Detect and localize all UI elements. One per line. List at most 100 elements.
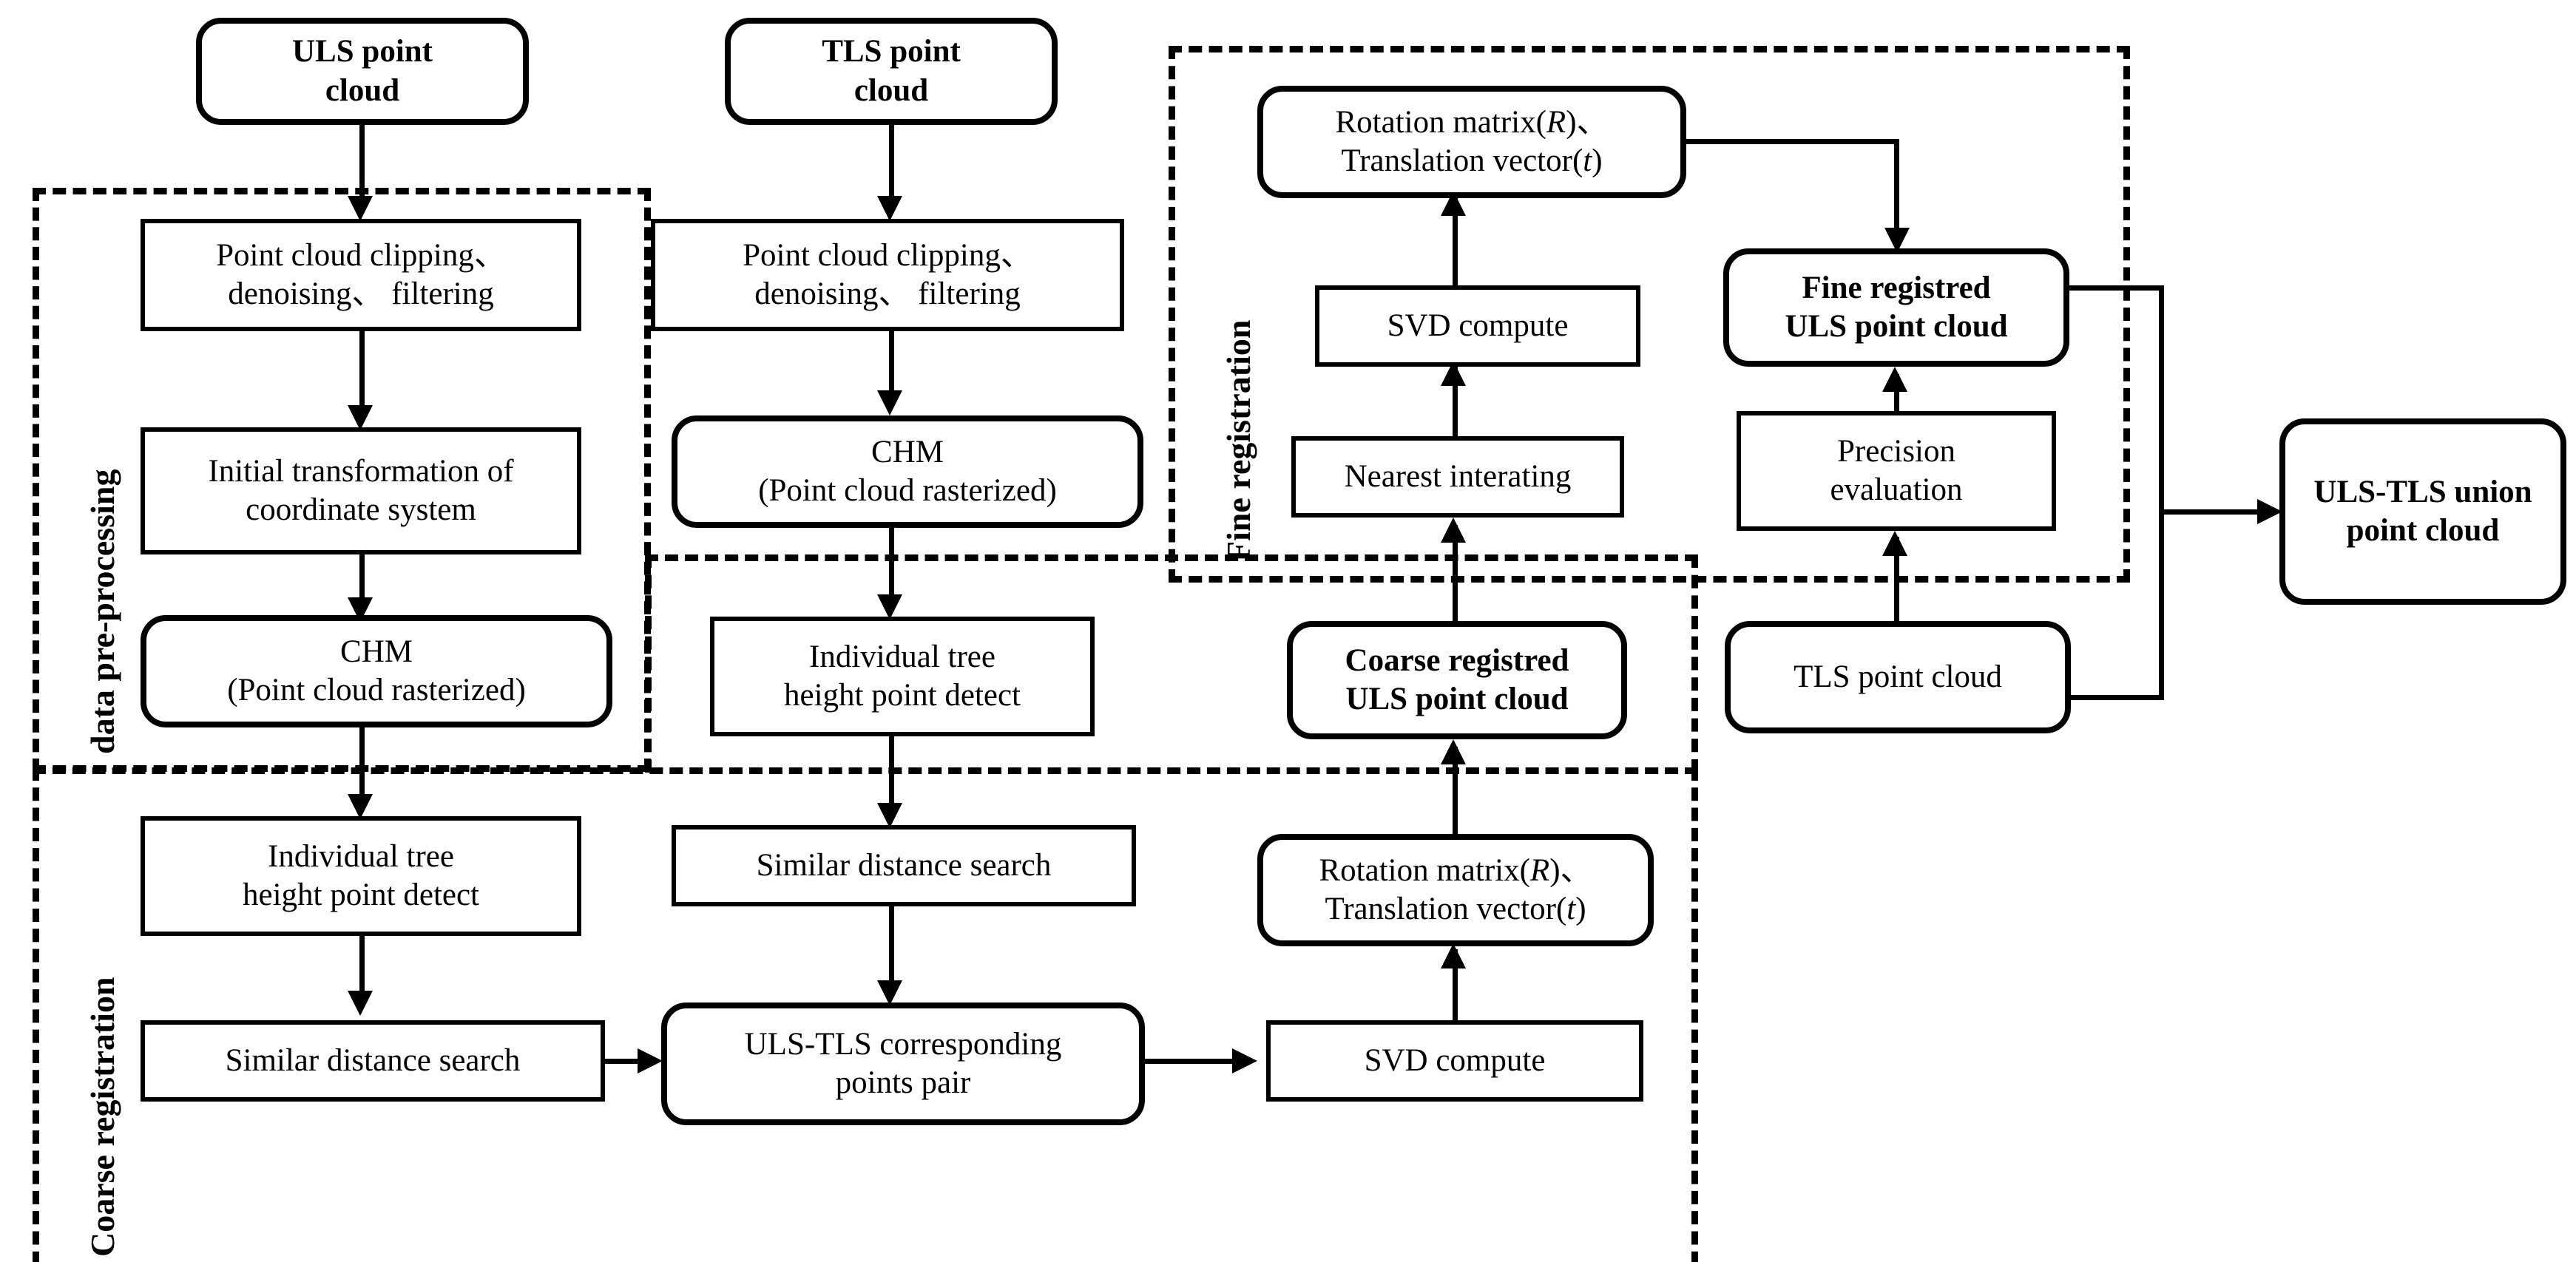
arrowhead-down xyxy=(877,196,902,221)
group-label-fine-registration: Fine registration xyxy=(1220,319,1257,562)
node-corresponding-pair[interactable]: ULS-TLS corresponding points pair xyxy=(661,1003,1145,1125)
edge-nearest-to-svd-fine xyxy=(1453,367,1458,436)
arrowhead-right xyxy=(1232,1048,1257,1073)
node-line: (Point cloud rasterized) xyxy=(227,673,526,708)
node-line: ULS-TLS corresponding xyxy=(744,1026,1062,1062)
node-line: SVD compute xyxy=(1364,1042,1546,1078)
edge-initial-to-uls-chm xyxy=(359,554,365,612)
node-line: denoising、 filtering xyxy=(754,277,1021,311)
node-line: Nearest interating xyxy=(1344,458,1572,494)
node-tls-similar-search[interactable]: Similar distance search xyxy=(672,825,1136,906)
node-line: cloud xyxy=(853,72,929,108)
node-coarse-registred[interactable]: Coarse registred ULS point cloud xyxy=(1287,621,1627,739)
group-frame-coarse-registration xyxy=(33,767,1698,1262)
node-line: Fine registred xyxy=(1802,270,1991,305)
edge-tls-to-clean xyxy=(889,125,894,211)
arrowhead-down xyxy=(877,980,902,1005)
node-svd-fine[interactable]: SVD compute xyxy=(1315,285,1640,367)
arrowhead-up xyxy=(1441,943,1466,968)
node-line: TLS point cloud xyxy=(1794,659,2002,694)
edge-rt-fine-to-fine-registred-h xyxy=(1686,139,1899,144)
node-line: Similar distance search xyxy=(756,847,1052,883)
node-line: Initial transformation of xyxy=(208,453,514,489)
arrowhead-down xyxy=(348,991,373,1016)
node-line: evaluation xyxy=(1830,472,1963,507)
node-initial-transform[interactable]: Initial transformation of coordinate sys… xyxy=(141,427,581,554)
group-label-coarse-registration: Coarse registration xyxy=(84,977,121,1257)
node-uls-point-cloud[interactable]: ULS point cloud xyxy=(196,18,529,125)
edge-uls-chm-to-detect xyxy=(359,727,365,809)
arrowhead-up xyxy=(1441,518,1466,543)
edge-tls-detect-to-search xyxy=(889,736,894,818)
edge-fine-registred-to-union-h1 xyxy=(2068,285,2164,291)
node-tls-point-cloud-low[interactable]: TLS point cloud xyxy=(1725,621,2071,733)
node-union-output[interactable]: ULS-TLS union point cloud xyxy=(2279,418,2566,605)
edge-pair-to-svd-coarse xyxy=(1145,1059,1244,1064)
edge-svd-coarse-to-rt xyxy=(1453,949,1458,1020)
node-line: Individual tree xyxy=(268,838,454,874)
arrowhead-right xyxy=(638,1048,663,1073)
node-line: points pair xyxy=(835,1065,971,1100)
node-line: ULS point cloud xyxy=(1345,682,1569,716)
arrowhead-right xyxy=(2257,499,2282,524)
node-rt-coarse[interactable]: Rotation matrix(R)、 Translation vector(t… xyxy=(1257,834,1654,946)
node-uls-clean[interactable]: Point cloud clipping、 denoising、 filteri… xyxy=(141,219,581,331)
node-line: (Point cloud rasterized) xyxy=(758,473,1057,508)
edge-rt-fine-to-fine-registred-v xyxy=(1894,139,1899,237)
node-line: Point cloud clipping、 xyxy=(743,237,1032,273)
arrowhead-down xyxy=(877,390,902,415)
edge-uls-detect-to-search xyxy=(359,936,365,1005)
node-line: SVD compute xyxy=(1387,308,1569,343)
edge-tls-clean-to-chm xyxy=(889,331,894,405)
node-fine-registred[interactable]: Fine registred ULS point cloud xyxy=(1723,248,2069,367)
node-tls-clean[interactable]: Point cloud clipping、 denoising、 filteri… xyxy=(651,219,1124,331)
arrowhead-down xyxy=(348,405,373,430)
node-uls-similar-search[interactable]: Similar distance search xyxy=(141,1020,605,1102)
node-nearest-iterating[interactable]: Nearest interating xyxy=(1291,436,1624,518)
edge-fine-registred-to-union-v xyxy=(2159,285,2164,512)
arrowhead-down xyxy=(348,196,373,221)
node-uls-chm[interactable]: CHM (Point cloud rasterized) xyxy=(141,615,612,727)
edge-tls-chm-to-detect xyxy=(889,528,894,609)
node-line: Translation vector(t) xyxy=(1341,143,1603,178)
node-line: Coarse registred xyxy=(1345,642,1569,678)
node-rt-fine[interactable]: Rotation matrix(R)、 Translation vector(t… xyxy=(1257,86,1686,198)
node-line: denoising、 filtering xyxy=(228,277,494,311)
edge-tls-low-to-precision xyxy=(1894,537,1899,622)
edge-union-in-h xyxy=(2159,509,2268,515)
node-line: ULS-TLS union xyxy=(2313,474,2532,509)
edge-precision-to-fine-registred xyxy=(1894,374,1899,413)
node-line: Translation vector(t) xyxy=(1325,892,1586,926)
node-line: Rotation matrix(R)、 xyxy=(1319,852,1592,888)
node-uls-tree-detect[interactable]: Individual tree height point detect xyxy=(141,816,581,936)
arrowhead-up xyxy=(1882,531,1907,556)
node-line: Individual tree xyxy=(809,639,995,674)
node-line: Point cloud clipping、 xyxy=(216,237,506,273)
edge-uls-search-to-pair xyxy=(605,1059,651,1064)
node-tls-point-cloud-top[interactable]: TLS point cloud xyxy=(725,18,1058,125)
node-line: ULS point xyxy=(292,34,433,69)
group-label-data-pre-processing: data pre-processing xyxy=(84,469,121,754)
edge-rt-coarse-to-coarse-registred xyxy=(1453,747,1458,834)
edge-uls-clean-to-initial xyxy=(359,331,365,420)
edge-tls-low-to-union-v xyxy=(2159,509,2164,697)
node-line: Rotation matrix(R)、 xyxy=(1335,104,1609,140)
group-frame-fine-registration xyxy=(1169,46,2130,583)
node-line: TLS point xyxy=(822,34,961,69)
edge-svd-fine-to-rt-fine xyxy=(1453,198,1458,285)
node-line: height point detect xyxy=(242,878,480,912)
node-precision-eval[interactable]: Precision evaluation xyxy=(1737,411,2056,531)
arrowhead-down xyxy=(877,803,902,828)
node-line: CHM xyxy=(340,634,413,669)
node-line: Similar distance search xyxy=(225,1042,521,1078)
node-tls-tree-detect[interactable]: Individual tree height point detect xyxy=(710,617,1095,736)
node-svd-coarse[interactable]: SVD compute xyxy=(1266,1020,1643,1102)
node-tls-chm[interactable]: CHM (Point cloud rasterized) xyxy=(672,415,1143,528)
node-line: cloud xyxy=(325,72,400,108)
arrowhead-down xyxy=(877,594,902,620)
node-line: CHM xyxy=(871,434,944,469)
node-line: point cloud xyxy=(2346,513,2500,548)
node-line: height point detect xyxy=(783,678,1021,713)
node-line: coordinate system xyxy=(246,492,476,527)
arrowhead-down xyxy=(348,794,373,819)
